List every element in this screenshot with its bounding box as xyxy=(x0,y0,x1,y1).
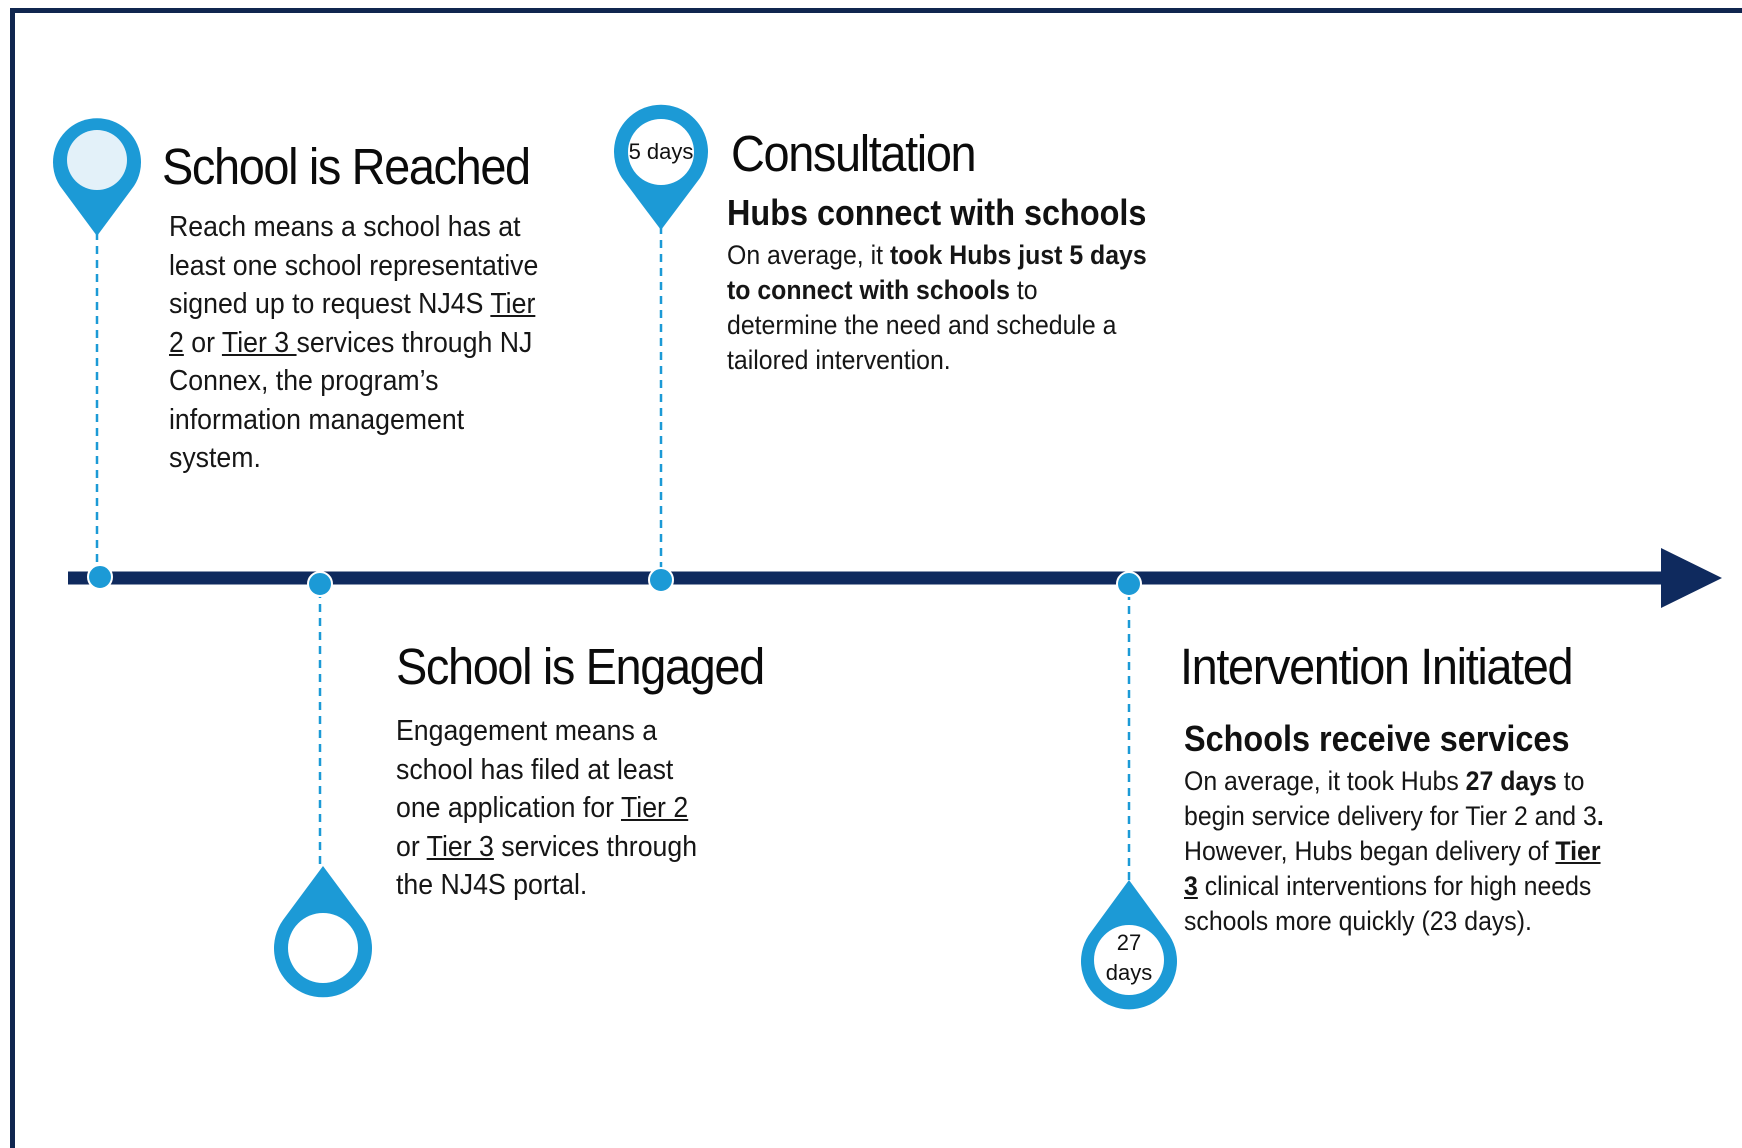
milestone-title-engaged: School is Engaged xyxy=(396,638,765,695)
milestone-description-consultation: On average, it took Hubs just 5 days to … xyxy=(727,238,1150,378)
text-segment: Tier 2 xyxy=(620,792,689,824)
timeline-arrowhead xyxy=(1661,548,1722,608)
pin-label-initiated-number: 27 xyxy=(1116,930,1142,955)
milestone-description-engaged: Engagement means a school has filed at l… xyxy=(396,712,700,905)
text-segment: took Hubs just 5 days to connect with sc… xyxy=(727,240,1147,305)
page-frame xyxy=(10,8,1742,1148)
text-segment: Engagement means a school has filed at l… xyxy=(396,715,674,824)
text-segment: or xyxy=(396,830,427,863)
text-segment: or xyxy=(183,326,222,359)
axis-dot-initiated xyxy=(1116,571,1142,597)
pin-label-initiated: 27 days xyxy=(1089,928,1169,988)
milestone-description-reached: Reach means a school has at least one sc… xyxy=(169,208,546,478)
milestone-title-initiated: Intervention Initiated xyxy=(1180,638,1574,695)
pin-label-initiated-unit: days xyxy=(1105,960,1153,985)
text-segment: clinical interventions for high needs sc… xyxy=(1184,871,1592,936)
text-segment: Tier 3 xyxy=(1184,836,1601,901)
axis-dot-reached xyxy=(87,564,113,590)
text-segment: Tier 2 xyxy=(169,288,536,359)
map-pin-icon xyxy=(53,118,141,236)
text-segment: Tier 3 xyxy=(221,326,297,359)
text-segment: 27 days xyxy=(1465,766,1557,796)
milestone-description-initiated: On average, it took Hubs 27 days to begi… xyxy=(1184,764,1612,939)
text-segment: services through the NJ4S portal. xyxy=(396,830,698,902)
text-segment: Tier 3 xyxy=(426,830,494,863)
milestone-subtitle-initiated: Schools receive services xyxy=(1184,718,1570,759)
text-segment: to determine the need and schedule a tai… xyxy=(727,275,1117,375)
text-segment: However, Hubs began delivery of xyxy=(1184,836,1556,866)
text-segment: On average, it took Hubs xyxy=(1184,766,1466,796)
text-segment: to begin service delivery for Tier 2 and… xyxy=(1184,766,1597,831)
text-segment: On average, it xyxy=(727,240,890,270)
pin-label-consultation: 5 days xyxy=(628,139,694,164)
text-segment: services through NJ Connex, the program’… xyxy=(169,326,533,475)
map-pin-icon xyxy=(274,866,372,998)
milestone-title-reached: School is Reached xyxy=(162,138,531,195)
milestone-title-consultation: Consultation xyxy=(731,125,977,182)
milestone-subtitle-consultation: Hubs connect with schools xyxy=(727,192,1147,233)
axis-dot-engaged xyxy=(307,571,333,597)
axis-dot-consultation xyxy=(648,567,674,593)
map-pin-icon xyxy=(1081,880,1177,1010)
text-segment: . xyxy=(1596,801,1604,831)
map-pin-icon xyxy=(614,104,708,230)
text-segment: Reach means a school has at least one sc… xyxy=(169,211,539,320)
